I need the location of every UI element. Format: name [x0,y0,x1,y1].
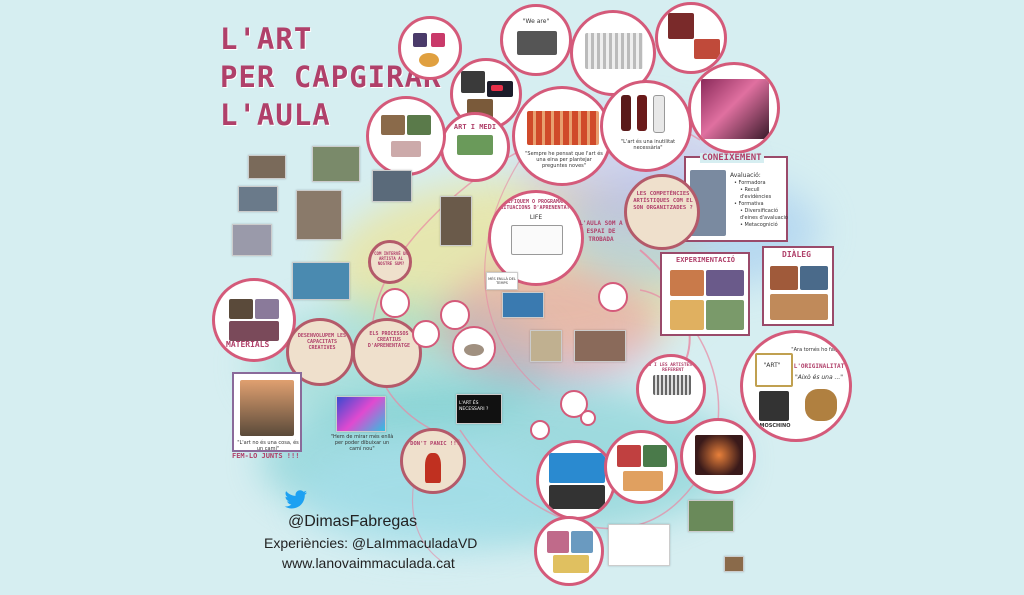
coneixement-panel[interactable]: Avaluació: • Formadora• Recull d'evidènc… [684,156,788,242]
experimentacio-panel[interactable] [660,252,750,336]
planifiquem-label: PLANIFIQUEM O PROGRAMAM? LES SITUACIONS … [495,199,581,211]
inutilitat-quote: "L'art és una inutilitat necessària" [620,139,676,151]
avaluacio-item: • Diversificació d'eines d'avaluació [740,208,788,221]
circle-art-i-medi[interactable]: ART I MEDI [440,112,510,182]
experimentacio-label: EXPERIMENTACIÓ [676,256,736,264]
twitter-handle[interactable]: @DimasFabregas [288,513,418,530]
avaluacio-list: • Formadora• Recull d'evidències• Format… [734,180,788,229]
fem-lo-junts-panel[interactable]: "L'art no és una cosa, és un camí" [232,372,302,452]
left-thumb-7[interactable] [292,262,350,300]
circle-we-are[interactable]: "We are" [500,4,572,76]
sempre-quote: "Sempre he pensat que l'art és una eina … [525,151,603,169]
circle-competencies[interactable]: LES COMPETÈNCIES ARTÍSTIQUES COM EL SON … [624,174,700,250]
circle-contemporary-intl[interactable] [655,2,727,74]
left-thumb-3[interactable] [232,224,272,256]
left-thumb-5[interactable] [372,170,412,202]
circle-small-2[interactable] [412,320,440,348]
avaluacio-label: Avaluació: [730,172,761,179]
life-label: LIFE [529,214,543,221]
avaluacio-item: • Metacognició [740,222,778,228]
coneixement-label: CONEIXEMENT [700,153,764,163]
circle-land-art[interactable] [366,96,446,176]
circle-children[interactable] [534,516,604,586]
avaluacio-item: • Recull d'evidències [740,187,772,200]
art-i-medi-label: ART I MEDI [453,123,497,131]
circle-small-6[interactable] [580,410,596,426]
moschino-label: MOSCHINO [759,423,791,429]
circle-processos[interactable]: ELS PROCESSOS CREATIUS D'APRENENTATGE [352,318,422,388]
sketch-thumb[interactable] [608,524,670,566]
processos-label: ELS PROCESSOS CREATIUS D'APRENENTATGE [367,331,411,349]
avaluacio-item: • Formadora [734,180,766,186]
fem-lo-quote: "L'art no és una cosa, és un camí" [237,440,299,452]
circle-small-3[interactable] [440,300,470,330]
competencies-label: LES COMPETÈNCIES ARTÍSTIQUES COM EL SON … [633,191,693,211]
materials-label: MATERIALS [226,340,270,349]
circle-graffiti[interactable] [398,16,462,80]
circle-fire-sculpture[interactable] [680,418,756,494]
circle-com-interve[interactable]: COM INTERVÉ UN ARTISTA AL NOSTRE SUM? [368,240,412,284]
circle-coca-cola[interactable]: "L'art és una inutilitat necessària" [600,80,692,172]
left-thumb-8[interactable] [312,146,360,182]
website-link[interactable]: www.lanovaimmaculada.cat [282,555,455,571]
com-interve-label: COM INTERVÉ UN ARTISTA AL NOSTRE SUM? [374,251,408,266]
circle-small-4[interactable] [598,282,628,312]
left-thumb-6[interactable] [440,196,472,246]
center-thumb-2[interactable] [530,330,562,362]
circle-els-artistes[interactable]: ELS I LES ARTISTES SÓN REFERENT [636,354,706,424]
circle-materials[interactable] [212,278,296,362]
experiencies-credit[interactable]: Experiències: @LaImmaculadaVD [264,535,478,551]
dont-panic-label: DON'T PANIC !!! [410,441,460,447]
fem-lo-junts-label: FEM-LO JUNTS !!! [232,452,300,460]
circle-small-7[interactable] [530,420,550,440]
center-thumb-1[interactable] [502,292,544,318]
landscape-thumb[interactable] [688,500,734,532]
center-thumb-3[interactable] [574,330,626,362]
dialeg-panel[interactable] [762,246,834,326]
circle-mosaic[interactable] [536,440,616,520]
art-necessari-label: L'ART ÉS NECESSARI ? [459,401,489,412]
circle-grid-installation[interactable] [570,10,656,96]
circle-rock[interactable] [452,326,496,370]
aula-espai-label: L'AULA SOM A ESPAI DE TROBADA [579,220,623,243]
small-thumb[interactable] [724,556,744,572]
we-are-label: "We are" [522,18,550,25]
circle-flowers[interactable] [688,62,780,154]
circle-planifiquem[interactable]: PLANIFIQUEM O PROGRAMAM? LES SITUACIONS … [488,190,584,286]
hem-de-mirar-quote: "Hem de mirar més enllà per poder dibuix… [330,434,394,452]
circle-workshop[interactable] [604,430,678,504]
circle-originalitat[interactable]: "ART" "Ara tornés ho faig jo" L'ORIGINAL… [740,330,852,442]
left-thumb-4[interactable] [296,190,342,240]
mes-enlla-card[interactable]: MÉS ENLLÀ DEL TEMPS [486,272,518,290]
circle-museum[interactable]: "Sempre he pensat que l'art és una eina … [512,86,612,186]
colorful-artwork-thumb[interactable] [336,396,386,432]
circle-dont-panic[interactable]: DON'T PANIC !!! [400,428,466,494]
twitter-bird-icon [284,490,308,510]
left-thumb-2[interactable] [238,186,278,212]
dialeg-label: DIÀLEG [782,250,811,259]
originalitat-label: L'ORIGINALITAT [793,363,845,370]
ara-tornes-label: "Ara tornés ho faig jo" [791,347,847,353]
mes-enlla-label: MÉS ENLLÀ DEL TEMPS [488,277,516,285]
circle-small-1[interactable] [380,288,410,318]
art-frame-label: "ART" [763,362,781,369]
desenvolupem-label: DESENVOLUPEM LES CAPACITATS CREATIVES [297,333,347,351]
title-line-1: L'ART [220,22,313,56]
els-artistes-label: ELS I LES ARTISTES SÓN REFERENT [643,363,703,373]
title-line-3: L'AULA [220,98,331,132]
art-necessari-card[interactable]: L'ART ÉS NECESSARI ? [456,394,502,424]
avaluacio-item: • Formativa [734,201,764,207]
aixo-es-una-label: "Això és una ..." [794,374,844,381]
left-thumb-1[interactable] [248,155,286,179]
